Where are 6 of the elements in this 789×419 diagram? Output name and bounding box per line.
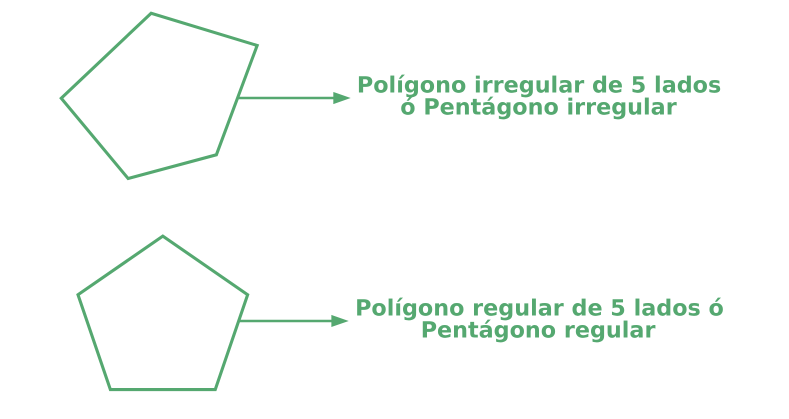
node-text: Polígono regular de 5 lados ó Pentágono regular bbox=[354, 295, 724, 344]
arrow bbox=[238, 314, 348, 328]
arrow bbox=[237, 92, 350, 104]
node-pentagon bbox=[76, 234, 249, 392]
node-pentagon bbox=[58, 11, 259, 180]
node-text: Polígono irregular de 5 lados ó Pentágono irregular bbox=[356, 72, 721, 121]
